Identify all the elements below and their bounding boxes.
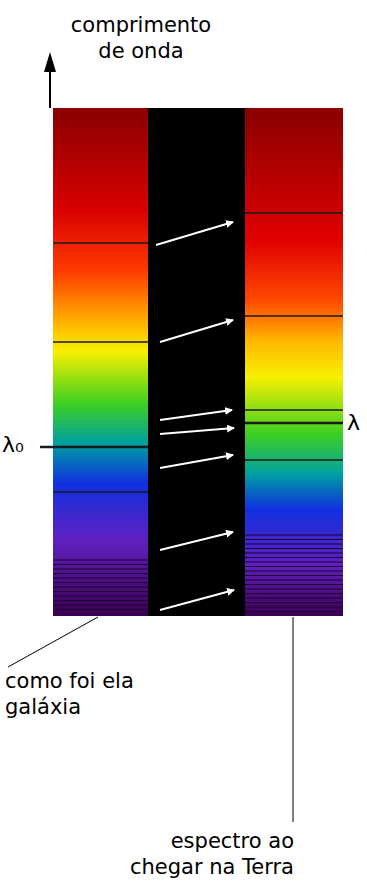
absorption-lines — [40, 213, 343, 492]
leader-line — [8, 617, 98, 667]
emitted-spectrum-label: como foi ela galáxia — [5, 668, 140, 720]
emitted-line-label: λ₀ — [2, 432, 42, 458]
axis-line — [49, 70, 51, 108]
received-line-label: λ — [347, 410, 365, 436]
leader-line — [293, 617, 294, 822]
axis-label: comprimento de onda — [56, 12, 226, 64]
shift-arrows — [156, 222, 234, 610]
received-spectrum — [245, 108, 343, 616]
fine-lines — [53, 535, 343, 612]
emitted-spectrum — [53, 108, 148, 616]
axis-arrowhead — [44, 52, 56, 72]
received-spectrum-label: espectro ao chegar na Terra — [112, 828, 294, 880]
dark-band — [148, 108, 245, 616]
